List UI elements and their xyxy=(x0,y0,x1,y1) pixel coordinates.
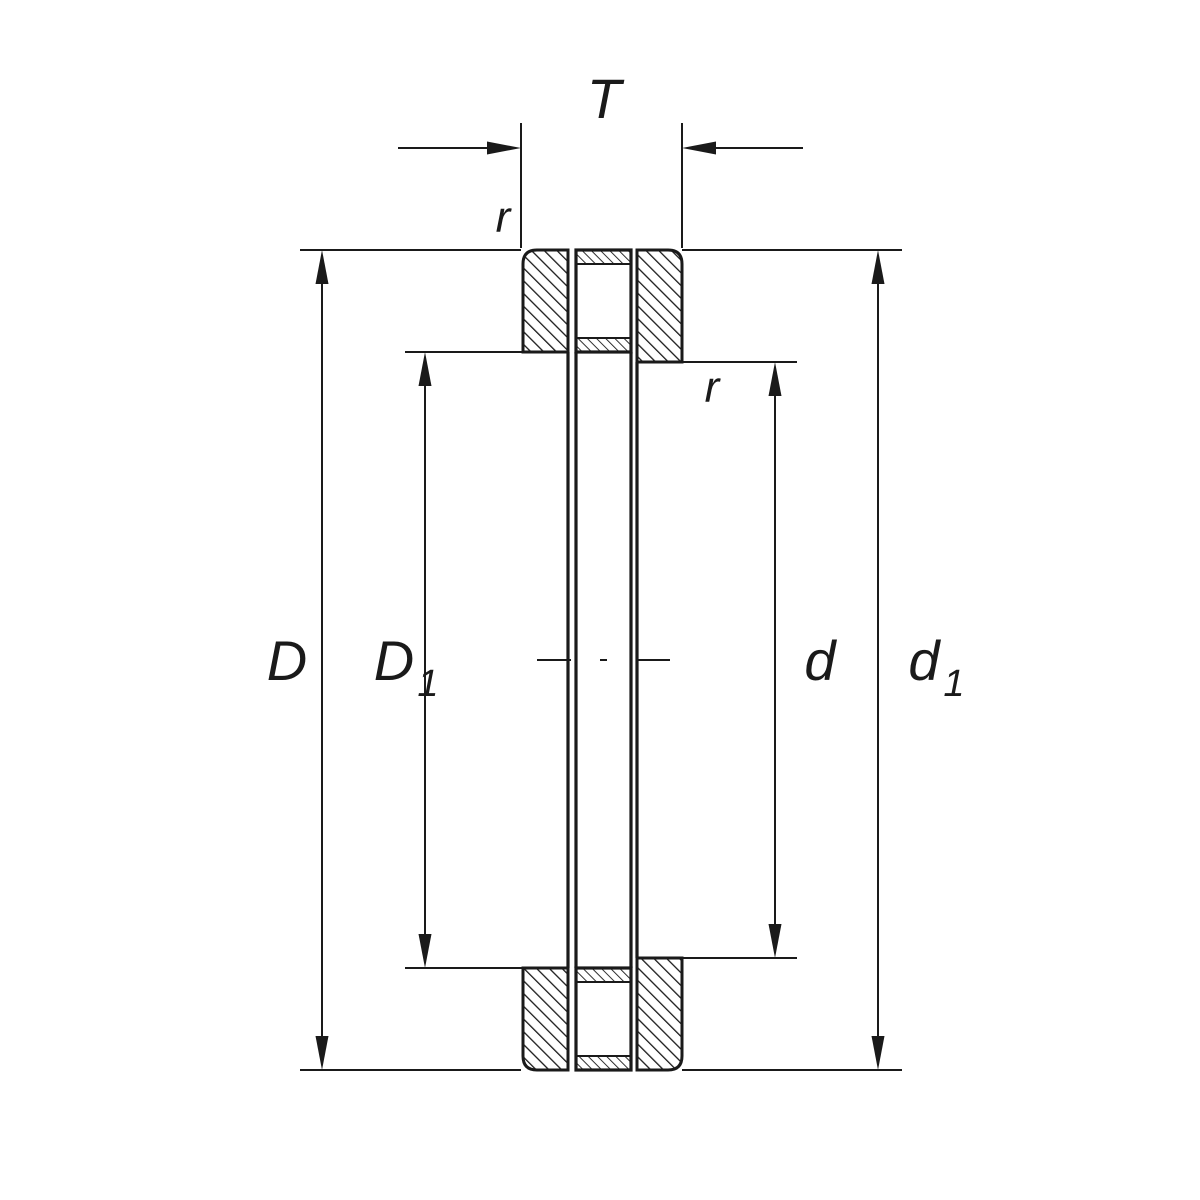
bearing-cross-section xyxy=(521,248,684,1072)
shaft-washer-od-arrow-top xyxy=(871,250,885,284)
left-washer-top-section xyxy=(521,248,570,354)
left-washer-bottom-section xyxy=(521,966,570,1072)
t-arrow-right xyxy=(682,141,716,155)
dimension-labels: T r r D D 1 d d 1 xyxy=(267,67,965,705)
dimension-label-D1: D xyxy=(374,629,414,692)
dimension-label-D: D xyxy=(267,629,307,692)
right-washer-bottom-section xyxy=(635,956,684,1072)
roller-top-outline xyxy=(574,248,633,354)
bore-arrow-top xyxy=(768,362,782,396)
cage-top-lower-strip xyxy=(575,337,632,353)
roller-bottom-outline xyxy=(574,966,633,1072)
housing-bore-arrow-top xyxy=(418,352,432,386)
dimension-label-d: d xyxy=(804,629,837,692)
radius-label-inner: r xyxy=(705,363,722,412)
dimension-label-D1-subscript: 1 xyxy=(417,663,438,705)
cage-bottom-upper-strip xyxy=(575,967,632,983)
outer-diameter-arrow-bottom xyxy=(315,1036,329,1070)
right-washer-top-section xyxy=(635,248,684,364)
outer-diameter-arrow-top xyxy=(315,250,329,284)
bore-arrow-bottom xyxy=(768,924,782,958)
dimension-label-d1: d xyxy=(908,629,941,692)
dimension-label-d1-subscript: 1 xyxy=(943,663,964,705)
housing-bore-arrow-bottom xyxy=(418,934,432,968)
dimension-annotations xyxy=(300,123,902,1071)
cage-top-upper-strip xyxy=(575,249,632,265)
t-arrow-left xyxy=(487,141,521,155)
cage-bottom-lower-strip xyxy=(575,1055,632,1071)
radius-label-top: r xyxy=(496,193,513,242)
dimension-label-T: T xyxy=(587,67,625,130)
shaft-washer-od-arrow-bottom xyxy=(871,1036,885,1070)
